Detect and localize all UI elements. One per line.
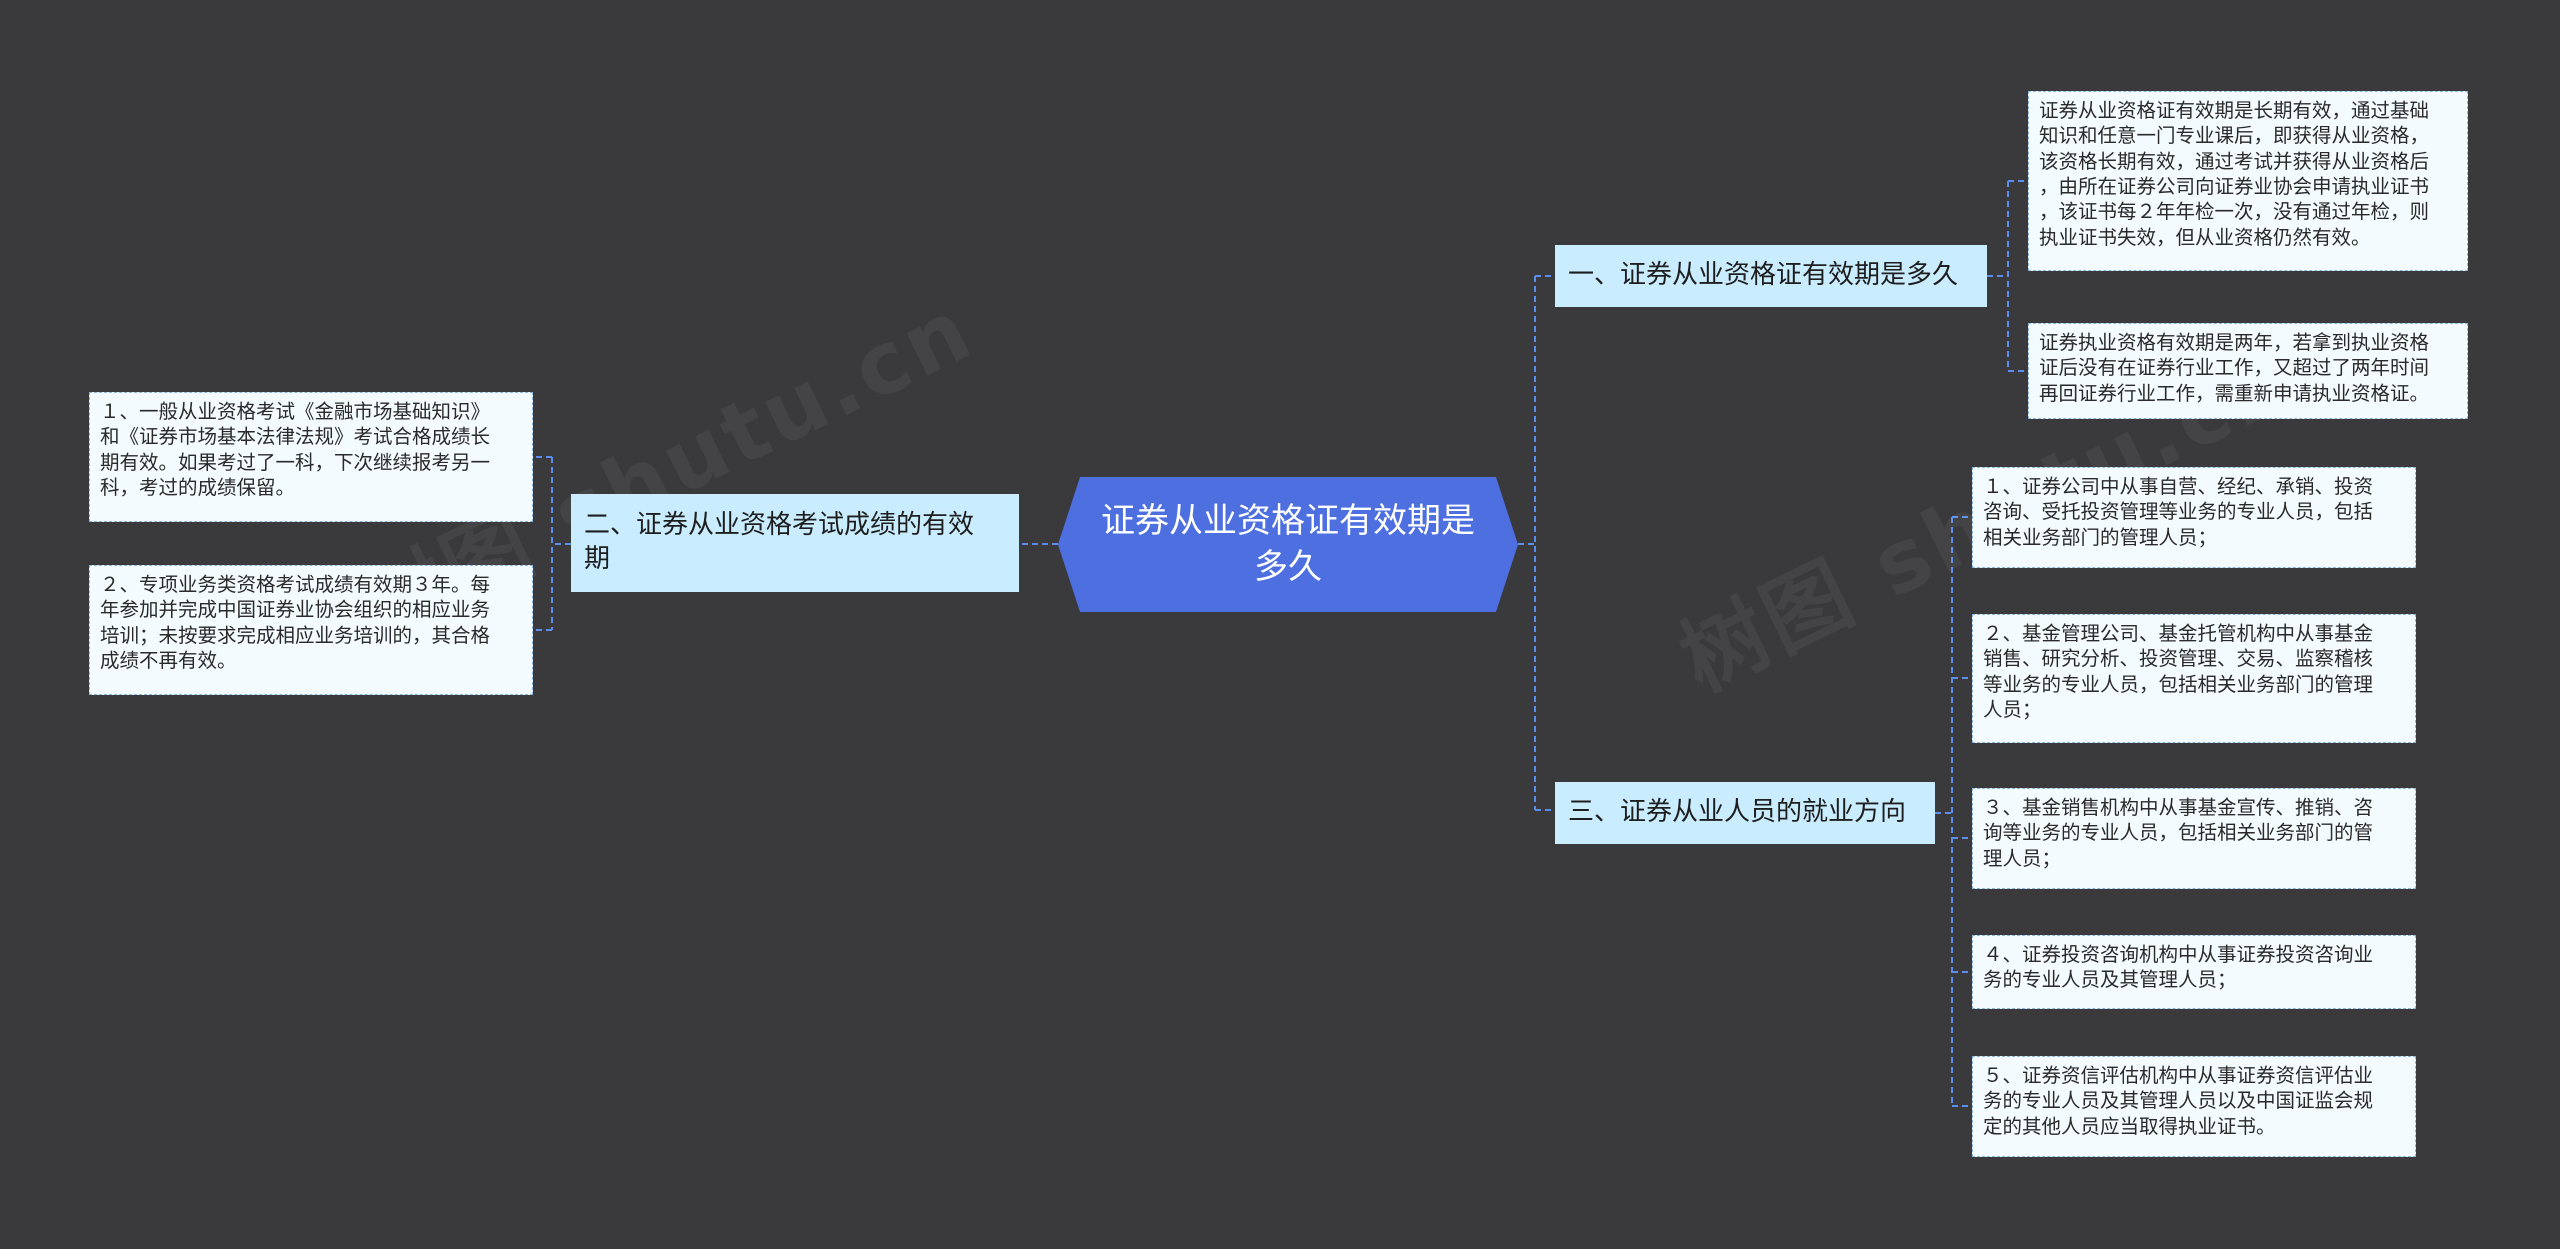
leaf-career-investment-consulting[interactable]: ４、证券投资咨询机构中从事证券投资咨询业 务的专业人员及其管理人员； [1972,935,2416,1009]
leaf-career-fund-management[interactable]: ２、基金管理公司、基金托管机构中从事基金 销售、研究分析、投资管理、交易、监察稽… [1972,614,2416,743]
leaf-special-exam-scores[interactable]: ２、专项业务类资格考试成绩有效期３年。每 年参加并完成中国证券业协会组织的相应业… [89,565,533,695]
branch-validity-period[interactable]: 一、证券从业资格证有效期是多久 [1555,245,1987,307]
branch-exam-score-validity[interactable]: 二、证券从业资格考试成绩的有效 期 [571,494,1019,592]
leaf-career-credit-rating[interactable]: ５、证券资信评估机构中从事证券资信评估业 务的专业人员及其管理人员以及中国证监会… [1972,1056,2416,1157]
branch-career-directions[interactable]: 三、证券从业人员的就业方向 [1555,782,1935,844]
leaf-career-fund-sales[interactable]: ３、基金销售机构中从事基金宣传、推销、咨 询等业务的专业人员，包括相关业务部门的… [1972,788,2416,889]
leaf-validity-long-term[interactable]: 证券从业资格证有效期是长期有效，通过基础 知识和任意一门专业课后，即获得从业资格… [2028,91,2468,271]
leaf-career-securities-company[interactable]: １、证券公司中从事自营、经纪、承销、投资 咨询、受托投资管理等业务的专业人员，包… [1972,467,2416,568]
root-topic[interactable]: 证券从业资格证有效期是 多久 [1058,477,1518,612]
leaf-general-exam-scores[interactable]: １、一般从业资格考试《金融市场基础知识》 和《证券市场基本法律法规》考试合格成绩… [89,392,533,522]
leaf-practice-license-two-years[interactable]: 证券执业资格有效期是两年，若拿到执业资格 证后没有在证券行业工作，又超过了两年时… [2028,323,2468,419]
